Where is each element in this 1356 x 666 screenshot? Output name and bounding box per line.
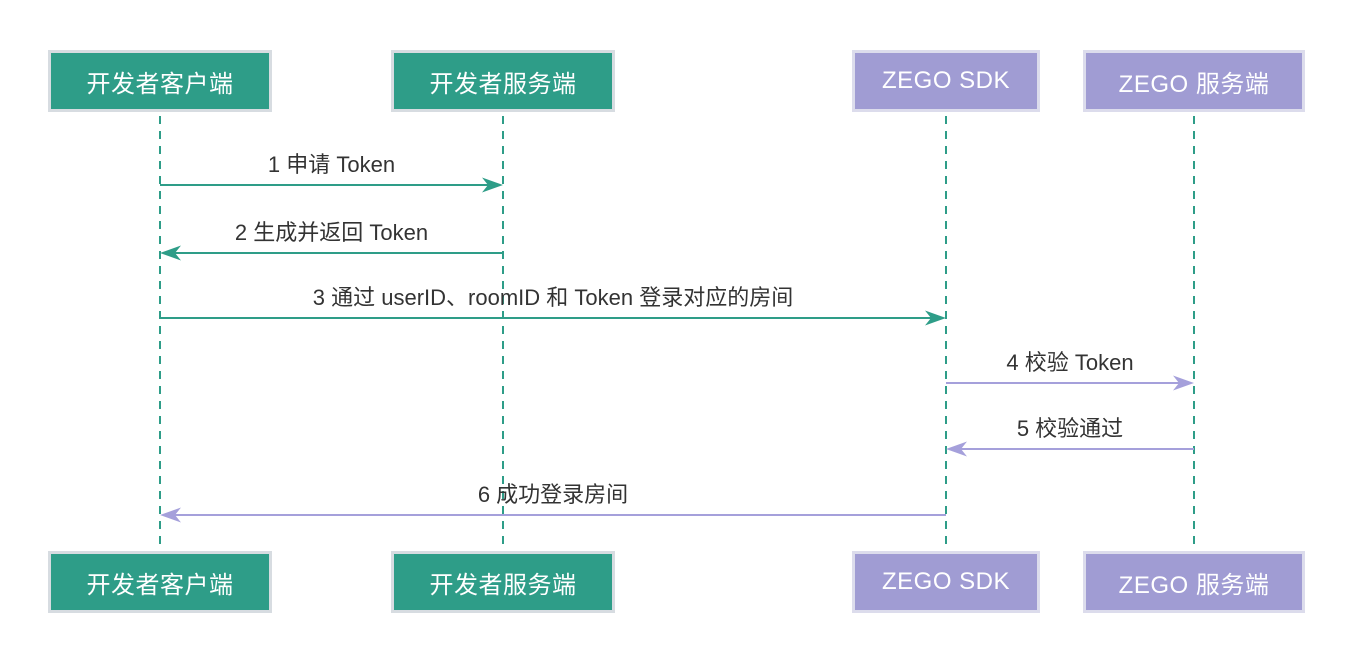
message-label-6: 6 成功登录房间 [477, 482, 629, 507]
message-arrowhead-1 [482, 177, 503, 193]
participant-box-dev-client-bottom: 开发者客户端 [48, 551, 272, 613]
message-arrowhead-3 [925, 310, 946, 326]
participant-box-dev-server-top: 开发者服务端 [391, 50, 615, 112]
message-arrowhead-5 [946, 441, 967, 457]
message-label-3: 3 通过 userID、roomID 和 Token 登录对应的房间 [312, 285, 794, 310]
participant-box-dev-server-bottom: 开发者服务端 [391, 551, 615, 613]
participant-label: 开发者服务端 [429, 571, 577, 599]
message-label-2: 2 生成并返回 Token [234, 220, 429, 245]
message-label-5: 5 校验通过 [1016, 416, 1124, 441]
participant-label: 开发者客户端 [86, 70, 234, 98]
participant-box-zego-server-top: ZEGO 服务端 [1083, 50, 1305, 112]
participant-label: ZEGO 服务端 [1118, 571, 1270, 599]
message-label-1: 1 申请 Token [267, 152, 396, 177]
message-arrowhead-4 [1173, 375, 1194, 391]
participant-label: ZEGO 服务端 [1118, 70, 1270, 98]
participant-label: 开发者服务端 [429, 70, 577, 98]
participant-box-zego-sdk-bottom: ZEGO SDK [852, 551, 1040, 613]
participant-box-dev-client-top: 开发者客户端 [48, 50, 272, 112]
participant-label: ZEGO SDK [881, 568, 1011, 595]
message-arrowhead-6 [160, 507, 181, 523]
message-label-4: 4 校验 Token [1006, 350, 1134, 375]
participant-box-zego-sdk-top: ZEGO SDK [852, 50, 1040, 112]
participant-label: 开发者客户端 [86, 571, 234, 599]
participant-box-zego-server-bottom: ZEGO 服务端 [1083, 551, 1305, 613]
message-arrowhead-2 [160, 245, 181, 261]
participant-label: ZEGO SDK [881, 67, 1011, 94]
